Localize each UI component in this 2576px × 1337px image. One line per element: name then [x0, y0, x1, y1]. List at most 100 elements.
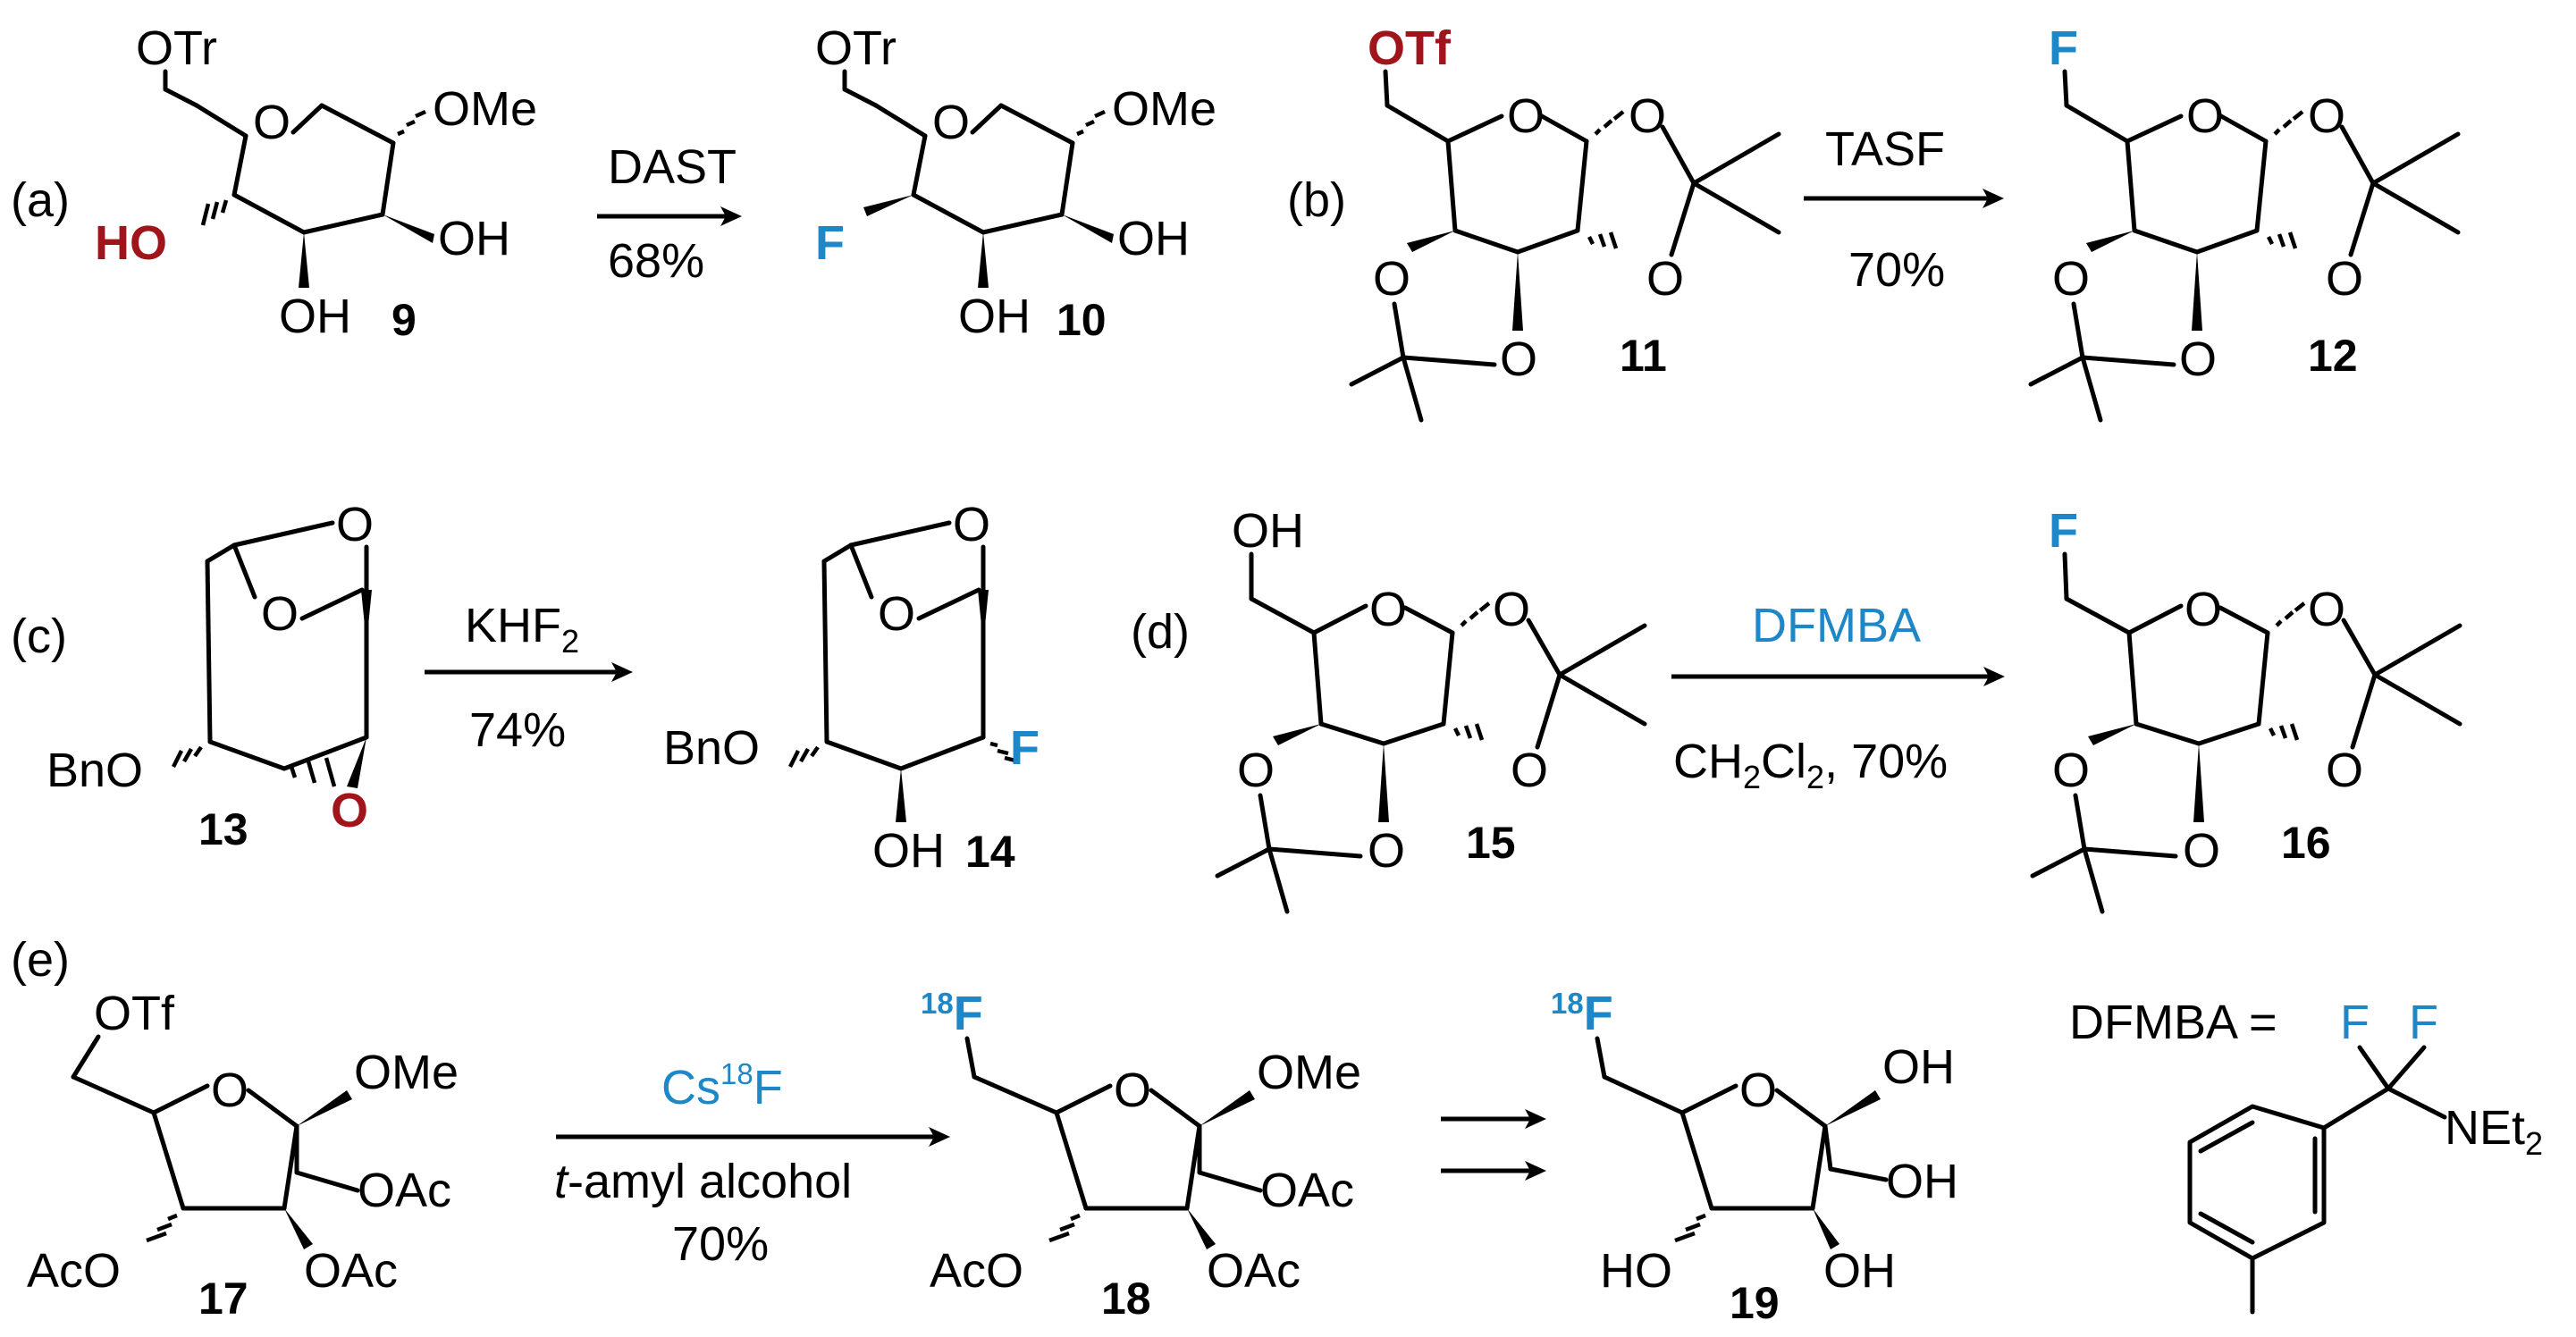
compound-label-12: 12: [2308, 331, 2358, 381]
atom-oh-19a: OH: [1882, 1040, 1955, 1094]
atom-oh-15: OH: [1232, 504, 1304, 558]
atom-otr-9: OTr: [136, 21, 217, 75]
compound-14: O O OH F BnO 14: [663, 498, 1040, 878]
compound-9: OTr O OMe OH OH HO 9: [95, 21, 537, 345]
atom-f-14: F: [1010, 721, 1040, 775]
dfmba-definition: DFMBA =: [2069, 996, 2277, 1049]
atom-oh-19c: OH: [1823, 1244, 1896, 1298]
label-b: (b): [1287, 173, 1346, 227]
atom-otf-17: OTf: [94, 987, 175, 1040]
atom-aco-18: AcO: [930, 1244, 1023, 1298]
ring-o-11c: O: [1373, 252, 1410, 306]
ring-o-14b: O: [878, 587, 915, 641]
atom-18f-19: 18F: [1551, 987, 1613, 1040]
ring-o-16d: O: [2183, 824, 2220, 878]
reagent-e: Cs18F: [661, 1057, 783, 1114]
compound-label-19: 19: [1730, 1278, 1780, 1328]
ring-o-16a: O: [2308, 583, 2345, 636]
ring-o-14a: O: [953, 498, 990, 551]
atom-oac-17a: OAc: [358, 1164, 451, 1217]
compound-10: OTr O OMe OH OH F 10: [815, 21, 1216, 345]
ring-o-18: O: [1114, 1064, 1151, 1117]
atom-otf-11: OTf: [1368, 21, 1452, 75]
atom-ome-9: OMe: [433, 82, 537, 136]
reagent-b: TASF: [1825, 122, 1945, 176]
atom-18f-18: 18F: [921, 987, 983, 1040]
yield-b: 70%: [1848, 243, 1945, 297]
atom-bno-14: BnO: [663, 721, 760, 775]
atom-ome-10: OMe: [1112, 82, 1216, 136]
conditions-d: CH2Cl2, 70%: [1673, 735, 1948, 795]
reagent-a: DAST: [608, 140, 737, 194]
ring-o-11: O: [1507, 89, 1545, 143]
compound-label-11: 11: [1620, 331, 1667, 381]
ring-o-15a: O: [1493, 583, 1530, 636]
arrow-e: Cs18F t-amyl alcohol 70%: [554, 1057, 950, 1271]
ring-o-13b: O: [261, 587, 299, 641]
compound-label-13: 13: [198, 804, 248, 854]
ring-o-12b: O: [2326, 252, 2363, 306]
label-e: (e): [11, 933, 70, 987]
atom-f-16: F: [2049, 504, 2078, 558]
compound-label-10: 10: [1056, 295, 1107, 345]
ring-o-13a: O: [336, 498, 374, 551]
compound-18: 18F O OMe OAc OAc AcO 18: [921, 987, 1361, 1324]
ring-o-11b: O: [1646, 252, 1684, 306]
double-arrow-e: [1441, 1109, 1546, 1181]
epoxide-o-13: O: [331, 784, 368, 837]
arrow-a: DAST 68%: [597, 140, 742, 288]
atom-oh-10b: OH: [1117, 212, 1190, 265]
conditions-e: t-amyl alcohol: [554, 1155, 852, 1208]
compound-label-14: 14: [965, 827, 1015, 877]
atom-oh-19b: OH: [1886, 1155, 1958, 1208]
atom-ome-17: OMe: [354, 1046, 459, 1099]
ring-o-17: O: [211, 1064, 248, 1117]
atom-oac-18b: OAc: [1207, 1244, 1301, 1298]
dfmba-structure: DFMBA = F F NEt2: [2069, 996, 2543, 1315]
ring-o-12c: O: [2052, 252, 2090, 306]
compound-label-15: 15: [1466, 818, 1516, 868]
atom-oac-18a: OAc: [1260, 1164, 1354, 1217]
yield-a: 68%: [608, 234, 704, 288]
compound-19: 18F O OH OH OH HO 19: [1551, 987, 1958, 1328]
compound-label-16: 16: [2281, 818, 2331, 868]
ring-o-12d: O: [2179, 332, 2217, 386]
dfmba-f2: F: [2409, 996, 2438, 1049]
dfmba-f1: F: [2340, 996, 2370, 1049]
ring-o-15c: O: [1237, 744, 1275, 797]
ring-o-9: O: [253, 96, 290, 149]
ring-o-15d: O: [1368, 824, 1405, 878]
atom-oh-9c: OH: [279, 290, 351, 343]
reagent-d: DFMBA: [1752, 599, 1921, 652]
ring-o-10: O: [932, 96, 970, 149]
arrow-b: TASF 70%: [1804, 122, 2004, 297]
yield-c: 74%: [469, 703, 566, 757]
atom-ome-18: OMe: [1257, 1046, 1361, 1099]
compound-17: OTf O OMe OAc OAc AcO 17: [27, 987, 459, 1324]
yield-e: 70%: [672, 1217, 769, 1271]
atom-oh-14: OH: [872, 824, 945, 878]
atom-oac-17b: OAc: [304, 1244, 398, 1298]
ring-o-11d: O: [1500, 332, 1537, 386]
arrow-c: KHF2 74%: [425, 599, 633, 757]
compound-15: OH O O O O O 15: [1215, 504, 1647, 914]
compound-13: O O O BnO 13: [46, 498, 374, 854]
atom-aco-17: AcO: [27, 1244, 121, 1298]
compound-label-17: 17: [198, 1274, 248, 1324]
compound-11: OTf O O O O O 11: [1349, 21, 1781, 423]
ring-o-16: O: [2185, 583, 2222, 636]
ring-o-15b: O: [1511, 744, 1548, 797]
compound-16: F O O O O O 16: [2030, 504, 2462, 914]
atom-oh-10c: OH: [958, 290, 1031, 343]
atom-f-12: F: [2049, 21, 2078, 75]
compound-12: F O O O O O 12: [2028, 21, 2461, 423]
atom-ho-19: HO: [1600, 1244, 1672, 1298]
atom-bno-13: BnO: [46, 744, 143, 797]
dfmba-net2: NEt2: [2445, 1101, 2543, 1162]
label-d: (d): [1131, 605, 1190, 659]
ring-o-19: O: [1739, 1064, 1777, 1117]
arrow-d: DFMBA CH2Cl2, 70%: [1671, 599, 2005, 795]
ring-o-16c: O: [2052, 744, 2090, 797]
ring-o-11a: O: [1629, 89, 1666, 143]
